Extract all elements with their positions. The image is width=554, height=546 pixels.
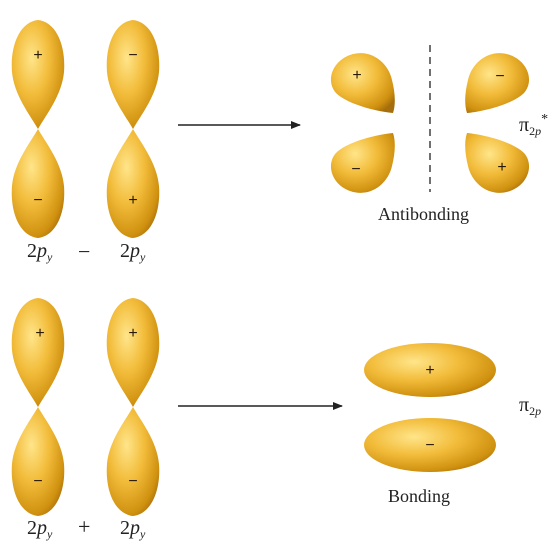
antibonding-top-left-sign: + bbox=[352, 67, 361, 84]
antibonding-lobe-bottom-left bbox=[331, 133, 395, 193]
top-left-p-lower-lobe bbox=[12, 129, 65, 238]
top-right-upper-sign: − bbox=[128, 47, 137, 64]
top-left-p-upper-lobe bbox=[12, 20, 65, 129]
top-right-p-upper-lobe bbox=[107, 20, 160, 129]
antibonding-bottom-right-sign: + bbox=[497, 159, 506, 176]
top-left-orbital-label: 2py bbox=[27, 240, 52, 265]
top-left-upper-sign: + bbox=[33, 47, 42, 64]
bottom-left-lower-sign: − bbox=[33, 473, 42, 490]
antibonding-mo-label: π2p* bbox=[519, 112, 548, 139]
antibonding-caption: Antibonding bbox=[378, 204, 469, 225]
bottom-right-orbital-label: 2py bbox=[120, 517, 145, 542]
bottom-left-p-upper-lobe bbox=[12, 298, 65, 407]
bottom-left-p-lower-lobe bbox=[12, 407, 65, 516]
bottom-left-upper-sign: + bbox=[35, 325, 44, 342]
antibonding-lobe-top-left bbox=[331, 53, 395, 113]
bottom-right-lower-sign: − bbox=[128, 473, 137, 490]
top-right-lower-sign: + bbox=[128, 192, 137, 209]
antibonding-top-right-sign: − bbox=[495, 68, 504, 85]
bottom-right-p-upper-lobe bbox=[107, 298, 160, 407]
bottom-right-upper-sign: + bbox=[128, 325, 137, 342]
top-right-p-lower-lobe bbox=[107, 129, 160, 238]
bonding-mo-label: π2p bbox=[519, 394, 541, 419]
top-left-lower-sign: − bbox=[33, 192, 42, 209]
top-operator: − bbox=[78, 239, 90, 265]
antibonding-bottom-left-sign: − bbox=[351, 161, 360, 178]
top-right-orbital-label: 2py bbox=[120, 240, 145, 265]
bottom-left-orbital-label: 2py bbox=[27, 517, 52, 542]
bonding-caption: Bonding bbox=[388, 486, 450, 507]
bottom-right-p-lower-lobe bbox=[107, 407, 160, 516]
bonding-lower-sign: − bbox=[425, 437, 434, 454]
bottom-operator: + bbox=[78, 514, 90, 540]
bonding-upper-sign: + bbox=[425, 362, 434, 379]
